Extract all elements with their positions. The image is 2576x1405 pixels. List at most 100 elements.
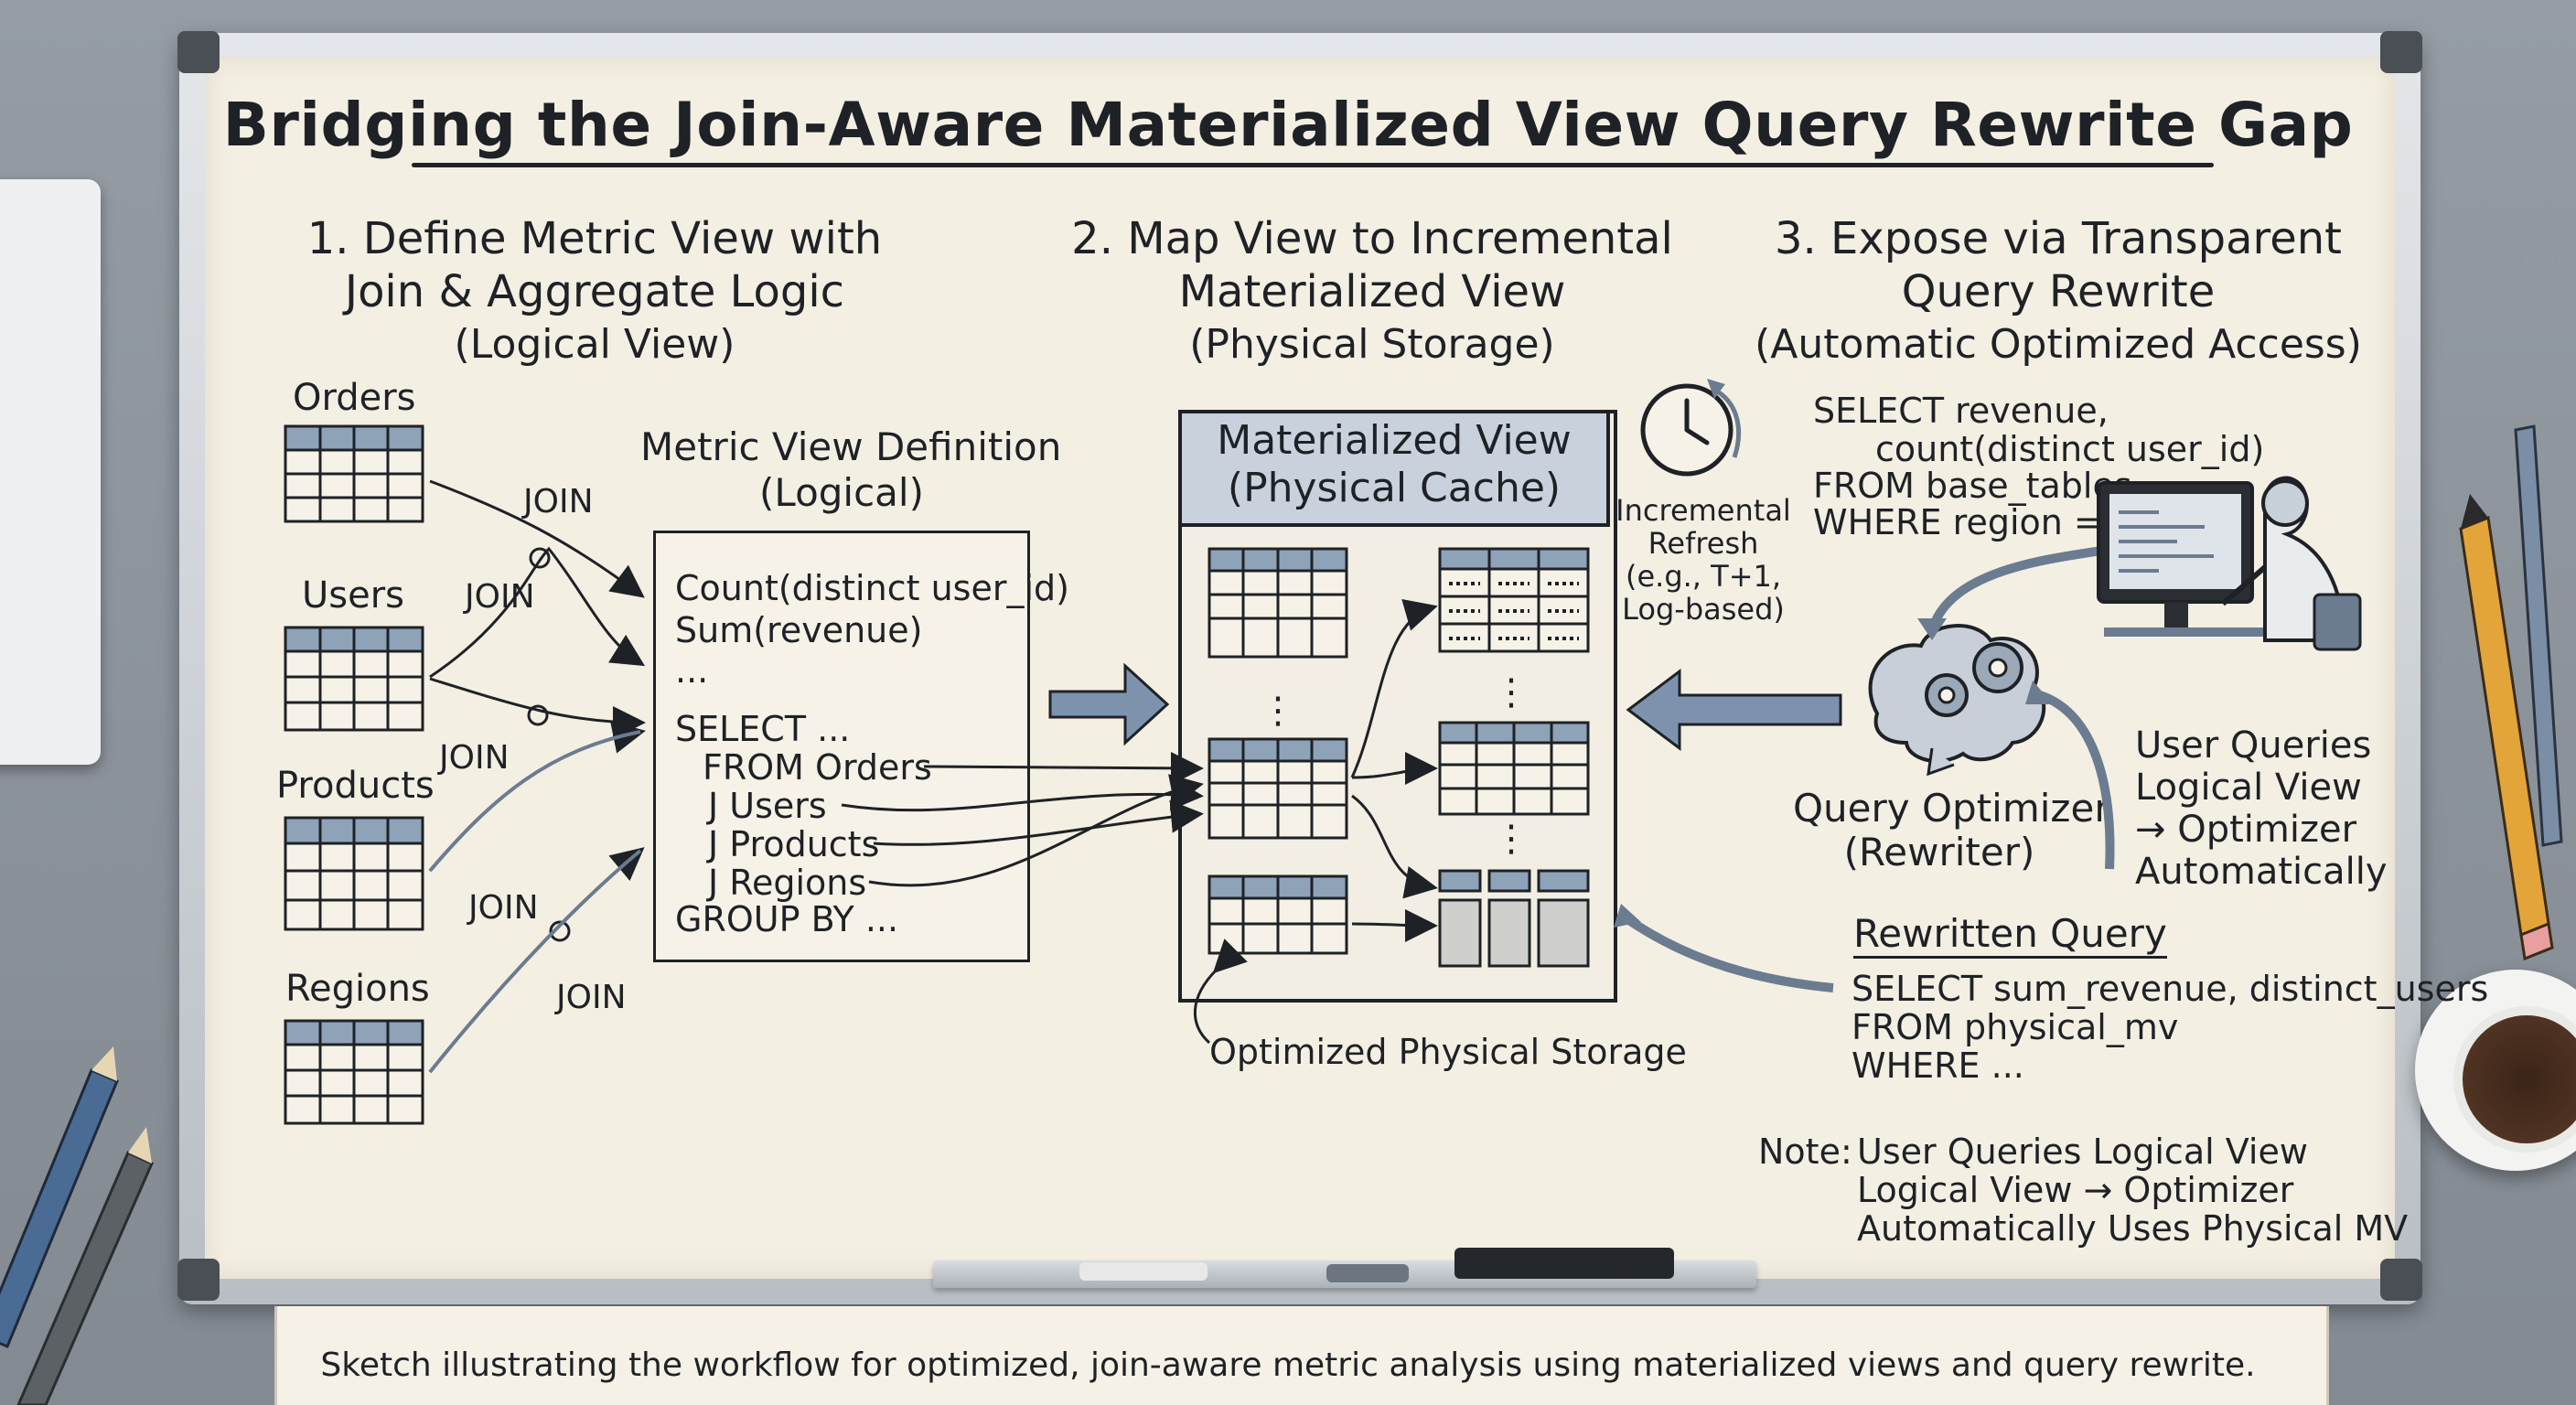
rewritten-query-title: Rewritten Query bbox=[1853, 911, 2167, 959]
arrow-right-icon bbox=[1048, 662, 1170, 746]
metric-line: J Products bbox=[708, 824, 880, 864]
refresh-line4: Log-based) bbox=[1622, 592, 1785, 627]
pencil-icon bbox=[16, 1127, 154, 1405]
table-label-products: Products bbox=[276, 765, 435, 807]
note-line: Logical View → Optimizer bbox=[1857, 1170, 2294, 1210]
uq-line: → Optimizer bbox=[2135, 809, 2357, 851]
step-1-line2: Join & Aggregate Logic bbox=[344, 266, 845, 317]
table-label-regions: Regions bbox=[285, 968, 430, 1010]
step-3-line1: 3. Expose via Transparent bbox=[1774, 213, 2342, 264]
join-label: JOIN bbox=[556, 979, 627, 1016]
arrow-head bbox=[1917, 618, 1947, 640]
note-label: Note: bbox=[1758, 1132, 1852, 1172]
metric-view-title-line2: (Logical) bbox=[759, 470, 924, 515]
title-underline bbox=[412, 163, 2214, 167]
join-arrows bbox=[428, 479, 646, 1073]
brain-gears-icon bbox=[1868, 624, 2046, 777]
metric-view-title: Metric View Definition (Logical) bbox=[640, 424, 1062, 516]
note-line: User Queries Logical View bbox=[1857, 1132, 2308, 1172]
metric-line: ... bbox=[675, 650, 709, 691]
table-icon-products bbox=[284, 816, 424, 931]
clock-icon bbox=[1640, 379, 1742, 477]
materialized-view-title: Materialized View (Physical Cache) bbox=[1178, 417, 1610, 512]
step-1-heading: 1. Define Metric View with Join & Aggreg… bbox=[274, 212, 915, 371]
mapping-arrows bbox=[841, 751, 1204, 887]
arrow-note-to-optimizer bbox=[2038, 691, 2115, 870]
step-3-line2: Query Rewrite bbox=[1901, 266, 2216, 317]
metric-line: J Regions bbox=[708, 863, 867, 903]
arrow-head bbox=[2025, 681, 2053, 704]
incremental-refresh-label: Incremental Refresh (e.g., T+1, Log-base… bbox=[1612, 494, 1795, 626]
mv-table-a bbox=[1208, 547, 1348, 659]
optimizer-line1: Query Optimizer bbox=[1793, 786, 2110, 831]
metric-view-title-line1: Metric View Definition bbox=[640, 424, 1062, 469]
step-1-line1: 1. Define Metric View with bbox=[306, 213, 883, 264]
optimized-storage-label: Optimized Physical Storage bbox=[1209, 1032, 1687, 1072]
materialized-view-header bbox=[1178, 410, 1610, 527]
frame-corner bbox=[177, 31, 220, 73]
note-line: Automatically Uses Physical MV bbox=[1857, 1208, 2409, 1249]
ellipsis-vertical: ⋮ bbox=[1493, 818, 1530, 860]
mv-agg-table-b bbox=[1438, 721, 1590, 816]
mv-title-line1: Materialized View bbox=[1217, 417, 1572, 464]
caption: Sketch illustrating the workflow for opt… bbox=[320, 1346, 2256, 1384]
marker bbox=[1079, 1262, 1208, 1281]
pencil-icon bbox=[2459, 494, 2554, 961]
metric-line: J Users bbox=[708, 786, 827, 826]
step-1-line3: (Logical View) bbox=[454, 321, 735, 368]
marker bbox=[1326, 1264, 1409, 1282]
step-3-line3: (Automatic Optimized Access) bbox=[1755, 321, 2362, 368]
join-label: JOIN bbox=[439, 739, 510, 777]
table-label-users: Users bbox=[302, 574, 405, 617]
join-label: JOIN bbox=[468, 889, 539, 927]
mv-agg-table-a bbox=[1438, 547, 1590, 653]
metric-line: Count(distinct user_id) bbox=[675, 568, 1069, 608]
mv-internal-arrows bbox=[1350, 598, 1438, 942]
metric-line: SELECT ... bbox=[675, 709, 851, 749]
join-label: JOIN bbox=[523, 483, 594, 520]
step-2-line1: 2. Map View to Incremental bbox=[1071, 213, 1673, 264]
user-query-line: FROM base_tables bbox=[1813, 466, 2132, 506]
mv-columnar-storage bbox=[1438, 869, 1590, 968]
storage-pointer bbox=[1193, 938, 1248, 1045]
metric-line: Sum(revenue) bbox=[675, 610, 923, 650]
user-at-computer-icon bbox=[2097, 476, 2362, 651]
refresh-line1: Incremental bbox=[1615, 493, 1791, 528]
step-3-heading: 3. Expose via Transparent Query Rewrite … bbox=[1738, 212, 2378, 371]
table-icon-orders bbox=[284, 424, 424, 523]
ellipsis-vertical: ⋮ bbox=[1493, 671, 1530, 713]
optimizer-line2: (Rewriter) bbox=[1843, 830, 2035, 874]
mv-table-c bbox=[1208, 874, 1348, 955]
eraser bbox=[1454, 1248, 1674, 1279]
arrow-left-icon bbox=[1626, 669, 1842, 751]
step-2-line2: Materialized View bbox=[1178, 266, 1566, 317]
caption-card bbox=[274, 1306, 2329, 1405]
metric-line: GROUP BY ... bbox=[675, 899, 899, 939]
coffee bbox=[2453, 1006, 2576, 1153]
mv-title-line2: (Physical Cache) bbox=[1227, 465, 1562, 511]
user-query-line: SELECT revenue, bbox=[1813, 391, 2109, 431]
join-arrows-blue bbox=[428, 730, 642, 1074]
arrow-rewritten-to-mv bbox=[1624, 914, 1834, 992]
refresh-line2: Refresh bbox=[1648, 526, 1759, 561]
pencil-icon bbox=[0, 1046, 119, 1348]
frame-corner bbox=[2380, 1259, 2422, 1301]
table-icon-users bbox=[284, 626, 424, 732]
frame-corner bbox=[177, 1259, 220, 1301]
mv-table-b bbox=[1208, 737, 1348, 840]
query-optimizer-label: Query Optimizer (Rewriter) bbox=[1793, 786, 2110, 874]
arrow-query-to-optimizer bbox=[1927, 544, 2114, 633]
ellipsis-vertical: ⋮ bbox=[1260, 690, 1296, 732]
rewritten-line: WHERE ... bbox=[1852, 1046, 2024, 1086]
table-label-orders: Orders bbox=[293, 377, 416, 419]
step-2-line3: (Physical Storage) bbox=[1189, 321, 1555, 368]
arrow-head bbox=[1614, 904, 1641, 928]
rewritten-line: SELECT sum_revenue, distinct_users bbox=[1852, 969, 2489, 1009]
notepad bbox=[0, 179, 101, 765]
metric-view-box bbox=[653, 531, 1030, 962]
uq-line: User Queries bbox=[2135, 724, 2372, 767]
page-title: Bridging the Join-Aware Materialized Vie… bbox=[222, 90, 2354, 160]
rewritten-line: FROM physical_mv bbox=[1852, 1007, 2179, 1047]
pencil-icon bbox=[2514, 424, 2563, 847]
